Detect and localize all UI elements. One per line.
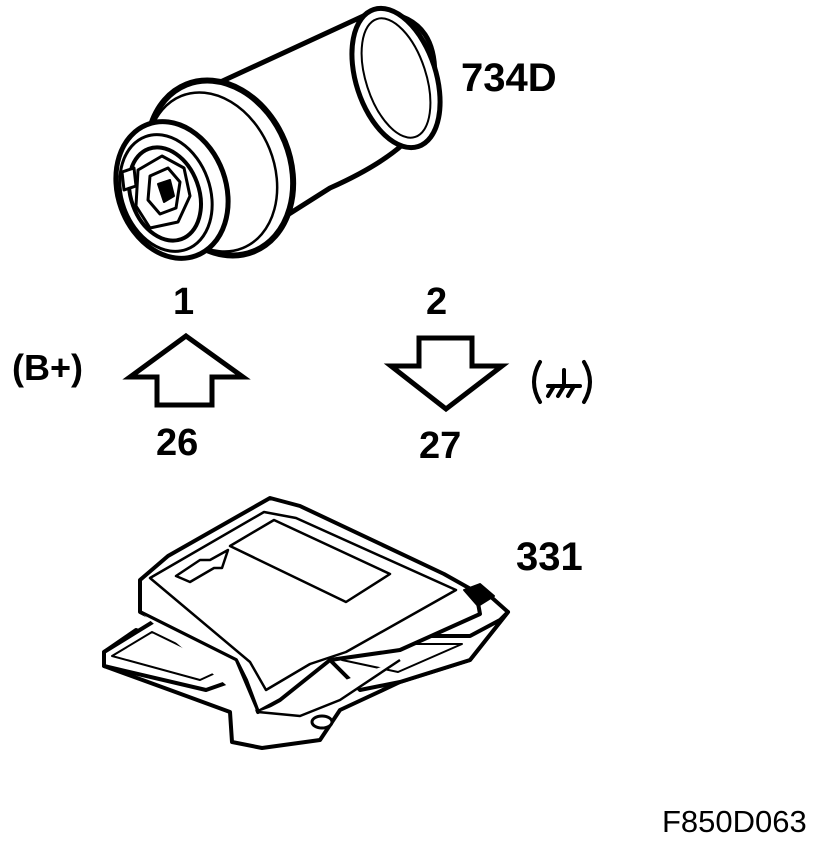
arrow-down-icon <box>383 335 510 413</box>
control-module-331-drawing <box>102 496 510 750</box>
component-734d-label: 734D <box>461 56 557 100</box>
pin-2-label: 2 <box>426 281 448 323</box>
pin-1-label: 1 <box>173 281 195 323</box>
ground-icon <box>532 360 592 404</box>
component-331-label: 331 <box>516 535 583 579</box>
component-734d-drawing <box>113 5 443 261</box>
pin-26-label: 26 <box>156 422 199 464</box>
arrow-up-icon <box>122 332 251 408</box>
b-plus-signal-label: (B+) <box>12 347 83 388</box>
figure-id: F850D063 <box>662 804 807 839</box>
pin-27-label: 27 <box>419 425 462 467</box>
